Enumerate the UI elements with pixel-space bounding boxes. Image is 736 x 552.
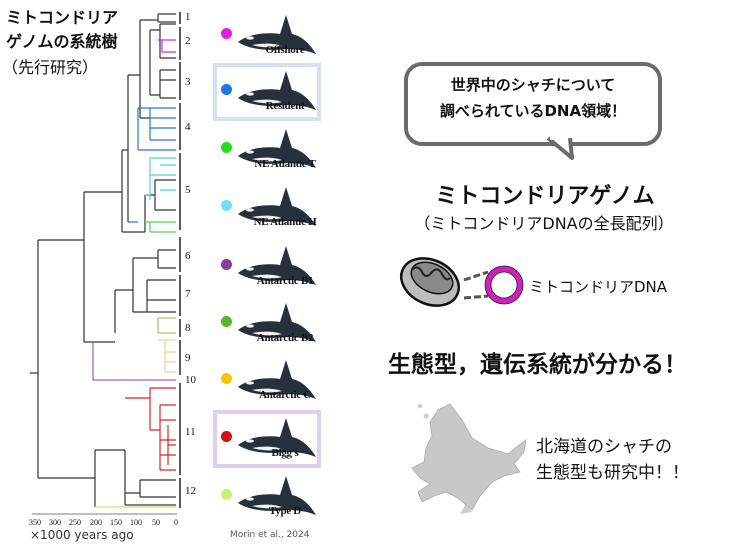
axis-tick: 250 [69, 518, 81, 527]
clade-number: 5 [185, 184, 191, 196]
orca-icon [236, 357, 318, 407]
clade-number: 6 [185, 250, 191, 262]
heading: ミトコンドリアゲノム [435, 184, 655, 209]
ecotype-color-dot [221, 84, 232, 95]
ecotype-label: Type D [269, 505, 301, 517]
orca-icon [236, 12, 318, 62]
axis-tick: 300 [49, 518, 61, 527]
clade-number: 11 [185, 426, 196, 438]
subheading: （ミトコンドリアDNAの全長配列） [414, 214, 674, 233]
speech-bubble [404, 62, 662, 146]
ecotype-label: Bigg's [271, 447, 299, 459]
axis-tick: 350 [29, 518, 41, 527]
bubble-line2: 調べられているDNA領域！ [439, 102, 627, 120]
ecotype-color-dot [221, 489, 232, 500]
clade-number: 9 [185, 352, 191, 364]
orca-icon [236, 473, 318, 523]
clade-number: 8 [185, 322, 191, 334]
ecotype-color-dot [221, 28, 232, 39]
ecotype-label: NE Atlantic H [253, 216, 317, 228]
hokkaido-line2: 生態型も研究中！！ [536, 463, 689, 483]
bubble-line1: 世界中のシャチについて [450, 76, 616, 94]
orca-icon [236, 126, 318, 176]
axis-tick: 0 [174, 518, 178, 527]
tree-title-line2: ゲノムの系統樹 [6, 32, 118, 51]
ecotype-color-dot [221, 200, 232, 211]
clade-number: 7 [185, 288, 191, 300]
axis-unit-label: ×1000 years ago [30, 528, 134, 542]
hokkaido-line1: 北海道のシャチの [536, 437, 672, 457]
axis-tick: 200 [90, 518, 102, 527]
orca-icon [236, 415, 318, 465]
clade-number: 12 [185, 485, 196, 497]
ecotype-color-dot [221, 431, 232, 442]
citation: Morin et al., 2024 [230, 530, 310, 540]
tree-title-line3: （先行研究） [2, 58, 99, 77]
speech-bubble-tail [546, 136, 574, 160]
ecotype-color-dot [221, 373, 232, 384]
mtdna-ring-icon [485, 266, 523, 304]
mitochondrion-diagram [400, 257, 524, 307]
ecotype-label: Resident [265, 100, 305, 112]
hokkaido-text: 北海道のシャチの 生態型も研究中！！ [536, 434, 689, 486]
highlight-box [213, 63, 321, 121]
axis-tick: 50 [152, 518, 160, 527]
ecotype-color-dot [221, 142, 232, 153]
bubble-text: 世界中のシャチについて 調べられているDNA領域！ [404, 72, 662, 124]
mtdna-label: ミトコンドリアDNA [529, 278, 668, 296]
clade-number: 2 [185, 35, 191, 47]
ecotype-label: Antarctic B2 [256, 332, 314, 344]
phylogenetic-tree [30, 12, 181, 515]
ecotype-label: Offshore [265, 44, 305, 56]
clade-number: 4 [185, 121, 191, 133]
hokkaido-map-icon [411, 403, 527, 514]
axis-tick: 150 [110, 518, 122, 527]
ecotype-label: NE Atlantic T [254, 158, 316, 170]
clade-number: 1 [185, 11, 191, 23]
orca-icon [236, 184, 318, 234]
conclusion-text: 生態型，遺伝系統が分かる！ [388, 352, 687, 378]
tree-title-line1: ミトコンドリア [6, 8, 119, 27]
ecotype-label: Antarctic B1 [256, 275, 314, 287]
mitochondrion-icon [400, 257, 460, 307]
orca-icon [236, 68, 318, 118]
clade-number: 3 [185, 76, 191, 88]
orca-icon [236, 243, 318, 293]
ecotype-label: Antarctic C [259, 389, 311, 401]
highlight-box [213, 410, 321, 468]
clade-number: 10 [185, 374, 196, 386]
ecotype-color-dot [221, 316, 232, 327]
ecotype-color-dot [221, 259, 232, 270]
orca-icon [236, 300, 318, 350]
axis-tick: 100 [130, 518, 142, 527]
